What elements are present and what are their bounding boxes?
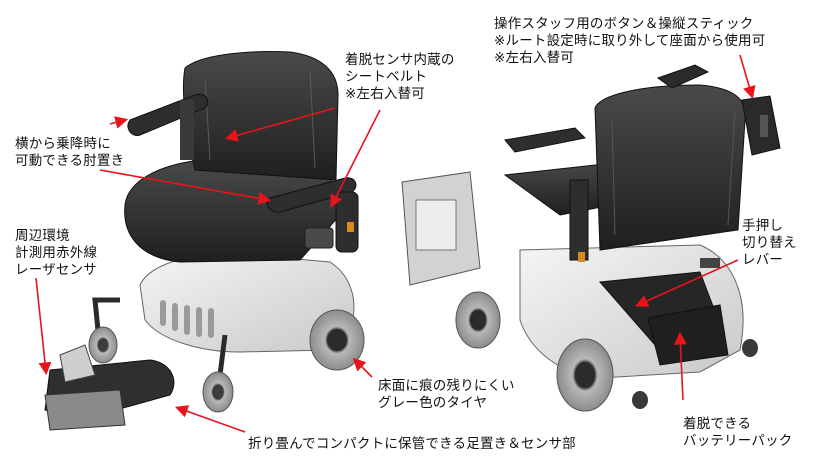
left-wheelchair: [44, 51, 365, 431]
arrow-backrest-armrest: [224, 107, 336, 142]
seatbelt-callout: 着脱センサ内蔵の シートベルト ※左右入替可: [345, 52, 455, 102]
push-lever-callout: 手押し 切り替え レバー: [742, 218, 797, 268]
battery-callout: 着脱できる バッテリーパック: [683, 416, 793, 449]
callout-arrows: [35, 54, 756, 433]
arrow-seatbelt: [330, 109, 381, 208]
footrest-callout: 折り畳んでコンパクトに保管できる足置き＆センサ部: [248, 436, 576, 452]
arrow-armrest-left: [109, 116, 129, 129]
tire-callout: 床面に痕の残りにくい グレー色のタイヤ: [378, 378, 515, 411]
arrow-tire: [352, 357, 373, 378]
armrest-callout: 横から乗降時に 可動できる肘置き: [15, 136, 125, 169]
arrow-battery: [674, 331, 687, 401]
joystick-callout: 操作スタッフ用のボタン＆操縦スティック ※ルート設定時に取り外して座面から使用可…: [494, 16, 766, 66]
arrow-footrest: [174, 405, 246, 433]
laser-sensor-callout: 周辺環境 計測用赤外線 レーザセンサ: [15, 228, 98, 278]
arrow-push-lever: [635, 259, 739, 307]
arrow-armrest-right: [99, 169, 272, 205]
right-wheelchair: [401, 64, 781, 412]
arrow-laser-sensor: [35, 277, 52, 376]
arrow-joystick: [739, 54, 756, 100]
